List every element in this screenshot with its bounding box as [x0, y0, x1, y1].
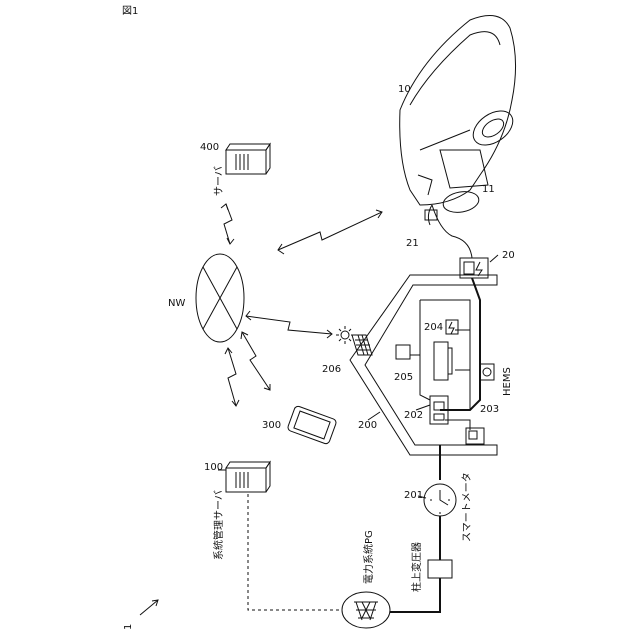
hems-device-icon [480, 364, 494, 380]
unit-205-ref: 205 [394, 372, 413, 383]
comm-arrow-server-nw [221, 204, 234, 244]
unit-203-ref: 203 [480, 404, 499, 415]
server-icon [226, 144, 270, 174]
smartphone-icon [287, 405, 337, 444]
smart-meter-icon [424, 484, 456, 516]
cable-ref: 21 [406, 238, 419, 249]
vehicle-ref: 10 [398, 84, 411, 95]
charging-cable [425, 205, 472, 258]
unit-205-icon [396, 345, 410, 359]
mgmt-server-dashed-link [248, 494, 342, 610]
solar-panel-icon [352, 335, 372, 355]
pole-transformer-label: 柱上変圧器 [410, 542, 423, 592]
system-ref: 1 [123, 624, 134, 630]
server-label: サーバ [213, 166, 225, 196]
house-ref: 200 [358, 420, 377, 431]
phone-ref: 300 [262, 420, 281, 431]
smart-meter-ref: 201 [404, 490, 423, 501]
comm-arrow-nw-phone [241, 332, 270, 390]
mgmt-server-label: 系統管理サーバ [212, 490, 225, 560]
hems-unit-ref: 202 [404, 410, 423, 421]
power-grid-icon [342, 592, 390, 628]
comm-arrow-nw-mgmt [225, 348, 239, 406]
pole-transformer-icon [428, 560, 452, 578]
unit-204-icon [446, 320, 458, 334]
solar-panel-ref: 206 [322, 364, 341, 375]
comm-arrow-nw-solar [246, 311, 332, 338]
vehicle-icon [400, 16, 519, 215]
network-icon [196, 254, 244, 342]
network-label: NW [168, 298, 185, 309]
house-wiring [410, 278, 480, 480]
storage-battery-icon [434, 342, 452, 380]
power-grid-label: 電力系統PG [362, 530, 375, 584]
mgmt-server-icon [226, 462, 270, 492]
hems-label: HEMS [502, 367, 513, 396]
sun-icon [336, 326, 354, 344]
figure-label: 図1 [122, 5, 138, 17]
charger-ref: 20 [502, 250, 515, 261]
vehicle-part-ref: 11 [482, 184, 495, 195]
unit-204-ref: 204 [424, 322, 443, 333]
system-ref-arrow [140, 600, 158, 615]
smart-meter-label: スマートメータ [461, 472, 473, 542]
unit-203-icon [466, 428, 484, 444]
server-ref: 400 [200, 142, 219, 153]
comm-arrow-nw-vehicle [278, 210, 382, 254]
mgmt-server-ref: 100 [204, 462, 223, 473]
